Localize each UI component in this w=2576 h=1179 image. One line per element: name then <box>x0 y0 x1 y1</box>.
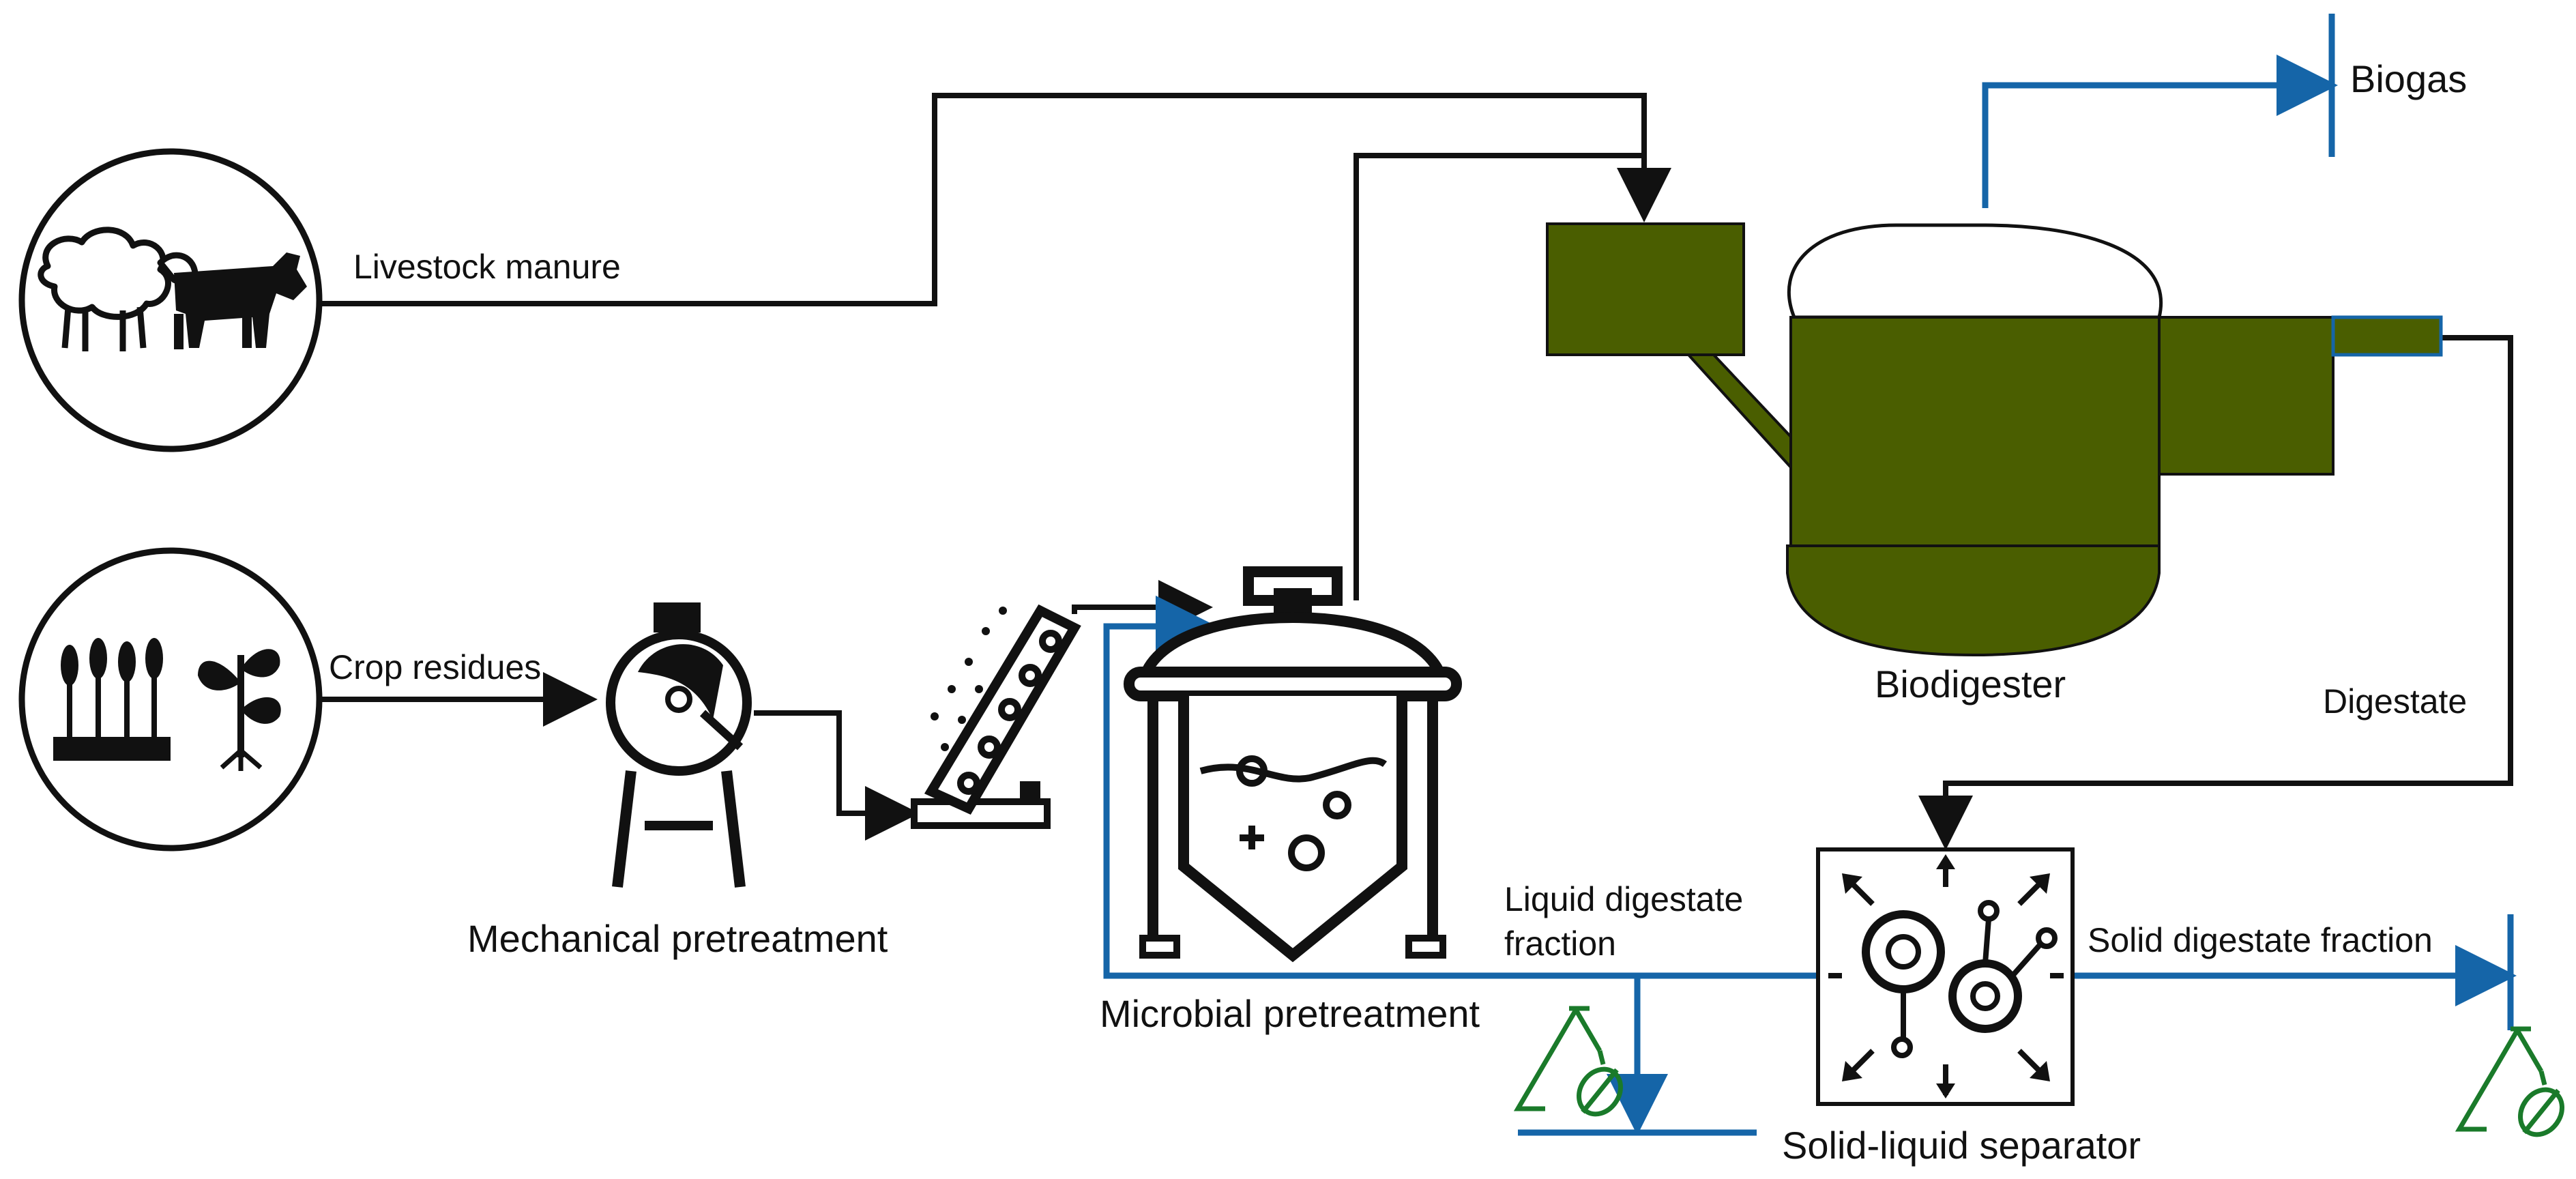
sheep-icon <box>38 227 199 351</box>
wheat-icon <box>53 638 171 761</box>
livestock-manure-label: Livestock manure <box>353 248 621 286</box>
feed-chute <box>1685 353 1792 471</box>
microbial-pretreatment-label: Microbial pretreatment <box>1100 992 1480 1035</box>
biodigester <box>1546 222 2443 657</box>
livestock-source <box>18 148 323 452</box>
biodigester-label: Biodigester <box>1875 663 2066 705</box>
blue-flows <box>1103 14 2517 1136</box>
recycle-leaf-icon-2 <box>2455 1026 2564 1137</box>
black-flows <box>319 93 2513 850</box>
recycle-leaf-icon <box>1513 1006 1623 1117</box>
liquid-digestate-label-line2: fraction <box>1504 925 1616 963</box>
crop-residues-label: Crop residues <box>329 648 541 686</box>
feed-hopper <box>1546 222 1745 356</box>
digestate-label: Digestate <box>2323 682 2467 720</box>
solid-digestate-label: Solid digestate fraction <box>2088 921 2433 959</box>
conveyor-icon <box>911 604 1081 829</box>
crop-source <box>18 547 323 852</box>
cow-icon <box>174 252 307 349</box>
digester-dome <box>1787 223 2163 319</box>
liquid-digestate-label-line1: Liquid digestate <box>1504 880 1743 918</box>
biogas-label: Biogas <box>2350 57 2467 100</box>
gears-separator-icon <box>1816 847 2075 1106</box>
crusher-icon <box>606 602 752 888</box>
outlet-pipe <box>2331 315 2443 357</box>
digester-bottom <box>1786 544 2161 657</box>
reactor-tank-icon <box>1124 566 1462 963</box>
digester-body <box>1789 316 2161 547</box>
seedling-icon <box>198 649 281 771</box>
outlet-box <box>2158 316 2334 476</box>
mechanical-pretreatment-label: Mechanical pretreatment <box>467 917 888 960</box>
separator-label: Solid-liquid separator <box>1782 1124 2141 1167</box>
